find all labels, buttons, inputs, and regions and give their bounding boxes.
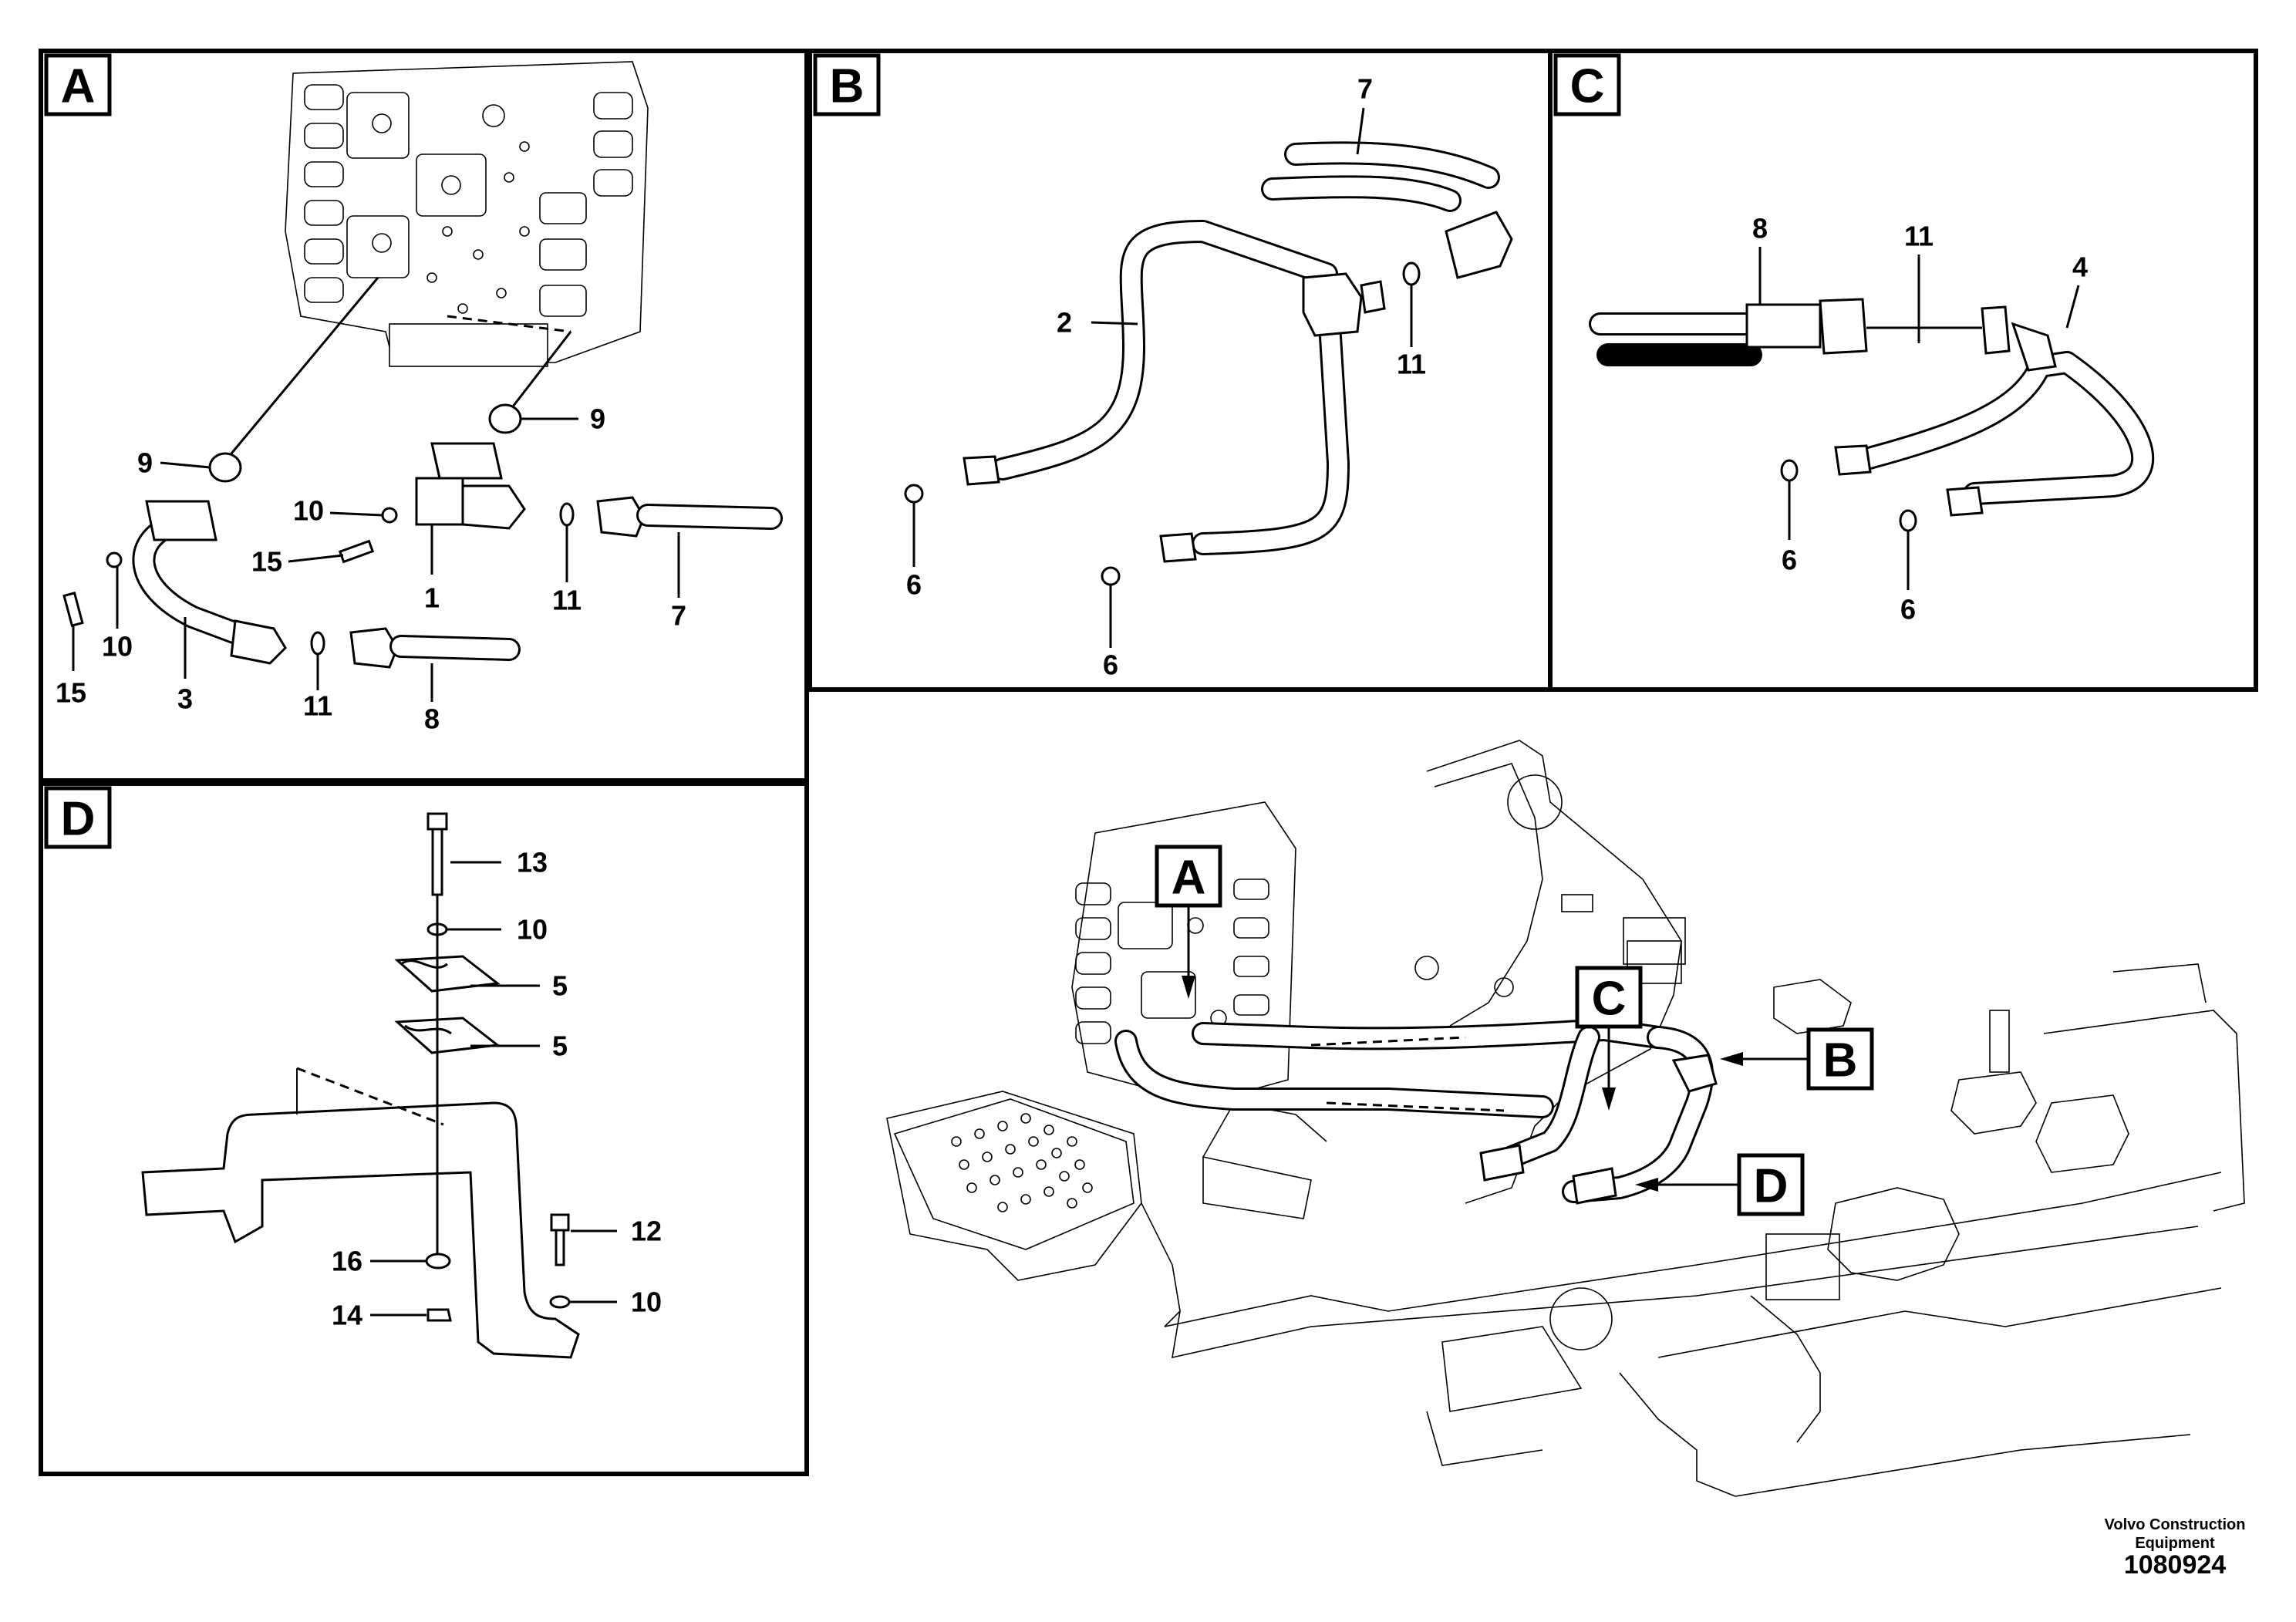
overview-tag-a-label: A [1172, 851, 1206, 905]
callout-b-2: 2 [1057, 307, 1072, 339]
panel-d-tag: D [44, 786, 112, 849]
nut-14 [426, 1308, 452, 1322]
bolt-13 [426, 812, 448, 831]
tee-fitting [1302, 272, 1363, 337]
washer-16 [425, 1253, 451, 1270]
document-number: 1080924 [2123, 1550, 2227, 1580]
callout-b-7: 7 [1357, 73, 1373, 105]
callout-b-11: 11 [1397, 349, 1426, 380]
callout-d-5-lower: 5 [552, 1030, 568, 1062]
callout-a-15-right: 15 [251, 546, 282, 578]
publisher-line-2: Equipment [2135, 1535, 2215, 1552]
callout-d-10-upper: 10 [517, 914, 548, 946]
callout-a-1: 1 [424, 582, 440, 614]
overview-tag-b-label: B [1823, 1034, 1858, 1088]
panel-b-tag-label: B [830, 60, 865, 113]
callout-b-6-left: 6 [906, 569, 922, 601]
callout-d-12: 12 [631, 1216, 662, 1247]
o-ring-9-right [488, 403, 522, 434]
callout-c-4: 4 [2072, 251, 2088, 283]
flange-1 [430, 442, 503, 480]
coupling-8 [1745, 303, 1822, 349]
overview-tag-d: D [1635, 1153, 1805, 1216]
callout-d-5-upper: 5 [552, 970, 568, 1002]
callout-c-8: 8 [1752, 213, 1768, 244]
callout-a-11-left: 11 [303, 690, 332, 722]
callout-d-16: 16 [332, 1246, 362, 1277]
overview-tag-b: B [1720, 1027, 1874, 1091]
callout-a-3: 3 [177, 683, 193, 715]
flange-3 [145, 500, 217, 541]
callout-a-10-right: 10 [293, 495, 324, 527]
callout-b-6-right: 6 [1103, 649, 1118, 681]
callout-c-11: 11 [1904, 221, 1934, 252]
publisher-label: Volvo Construction Equipment [2052, 1516, 2296, 1553]
callout-d-13: 13 [517, 847, 548, 878]
callout-a-8: 8 [424, 703, 440, 735]
o-ring-9-left [208, 452, 242, 483]
panel-b-tag: B [813, 53, 881, 116]
callout-d-14: 14 [332, 1300, 362, 1331]
panel-c-frame [1548, 49, 2258, 692]
callout-c-6-right: 6 [1900, 594, 1916, 626]
callout-c-6-left: 6 [1782, 545, 1797, 576]
panel-a-drawing: 9 9 10 15 1 11 7 10 15 3 11 8 [56, 61, 783, 735]
panel-b-drawing: 7 2 11 6 6 [904, 73, 1513, 681]
overview-assembly: A C B D [886, 740, 2245, 1497]
overview-tag-a: A [1155, 845, 1222, 999]
step-plate [893, 1098, 1135, 1250]
panel-a-tag: A [44, 53, 112, 116]
overview-tag-c-label: C [1592, 973, 1627, 1026]
clamp-half-upper [394, 955, 501, 993]
bracket [141, 1101, 580, 1359]
bolt-12 [550, 1213, 570, 1232]
overview-tag-d-label: D [1754, 1160, 1789, 1213]
callout-a-11-right: 11 [552, 585, 582, 616]
callout-a-7: 7 [671, 600, 686, 632]
publisher-line-1: Volvo Construction [2104, 1516, 2246, 1533]
overview-tag-c: C [1575, 966, 1643, 1111]
control-valve-block [285, 61, 649, 367]
callout-a-15-left: 15 [56, 677, 86, 709]
panel-c-drawing: 8 11 4 6 6 [1589, 213, 2155, 626]
callout-a-9-right: 9 [590, 403, 605, 435]
panel-c-tag: C [1553, 53, 1621, 116]
panel-c-tag-label: C [1570, 60, 1605, 113]
callout-a-9-left: 9 [137, 447, 153, 479]
panel-d-drawing: 13 10 5 5 12 16 10 14 [141, 812, 662, 1359]
panel-a-tag-label: A [61, 60, 96, 113]
callout-d-10-lower: 10 [631, 1286, 662, 1318]
callout-a-10-left: 10 [102, 631, 133, 663]
panel-d-tag-label: D [61, 793, 96, 846]
